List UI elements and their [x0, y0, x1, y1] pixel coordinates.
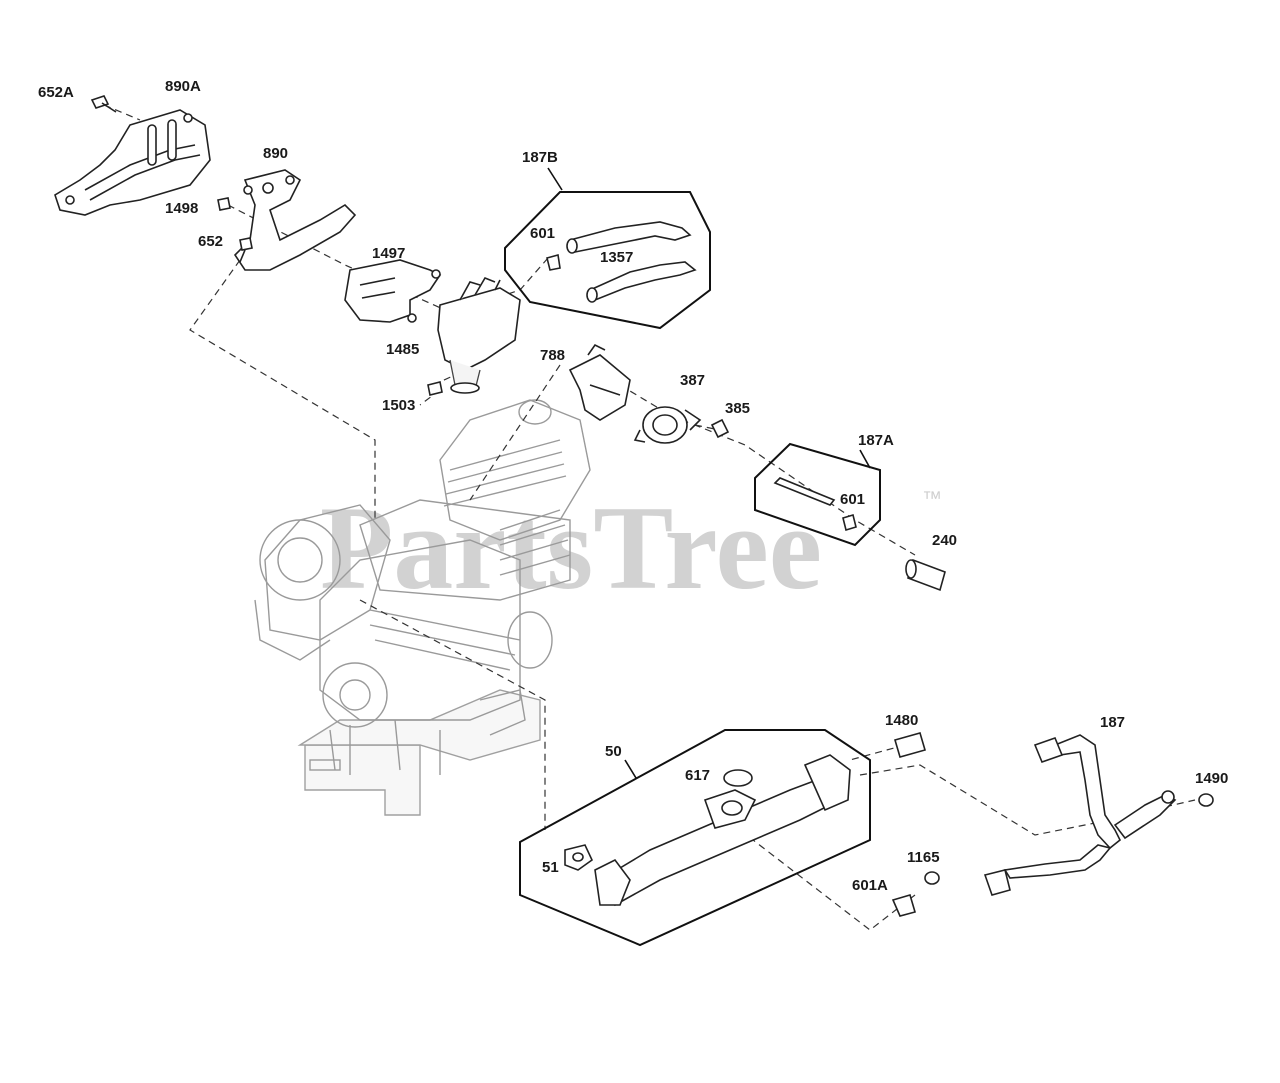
callout-601A: 601A: [852, 877, 888, 894]
callout-187: 187: [1100, 714, 1125, 731]
callout-601-mid: 601: [840, 491, 865, 508]
part-187-fuel-line: [983, 734, 1177, 896]
callout-890: 890: [263, 145, 288, 162]
part-652A-bolt: [90, 95, 117, 113]
callout-1357: 1357: [600, 249, 633, 266]
part-51-gasket: [564, 844, 594, 871]
part-601-clamp-mid: [842, 513, 857, 532]
part-240-fuel-filter: [905, 558, 946, 592]
callout-788: 788: [540, 347, 565, 364]
callout-601-top: 601: [530, 225, 555, 242]
engine-block: [254, 399, 591, 816]
part-1165-cap: [924, 871, 940, 885]
callout-50: 50: [605, 743, 622, 760]
kit-187B-outline: [504, 191, 711, 330]
callout-890A: 890A: [165, 78, 201, 95]
part-601-clamp-top: [546, 253, 561, 271]
callout-1503: 1503: [382, 397, 415, 414]
callout-1498: 1498: [165, 200, 198, 217]
part-1357-hose: [566, 221, 697, 303]
callout-652A: 652A: [38, 84, 74, 101]
callout-1480: 1480: [885, 712, 918, 729]
callout-1485: 1485: [386, 341, 419, 358]
callout-617: 617: [685, 767, 710, 784]
callout-1497: 1497: [372, 245, 405, 262]
callout-240: 240: [932, 532, 957, 549]
kit-187A-outline: [754, 442, 881, 547]
kit-187B-pointer: [547, 167, 563, 191]
kit-187A-pointer: [859, 449, 871, 469]
part-890-bracket: [233, 169, 357, 271]
kit-50-pointer: [624, 759, 637, 779]
callout-385: 385: [725, 400, 750, 417]
part-385-fitting: [710, 418, 730, 439]
callout-1490: 1490: [1195, 770, 1228, 787]
part-652-bolt: [239, 237, 253, 263]
callout-387: 387: [680, 372, 705, 389]
part-890A-bracket: [54, 109, 211, 216]
part-1497-bracket: [344, 259, 442, 323]
part-50-fuel-rail: [594, 754, 851, 907]
part-601A-clip: [891, 894, 916, 917]
watermark-trademark: ™: [922, 488, 942, 510]
callout-187B: 187B: [522, 149, 558, 166]
part-187A-line: [773, 477, 836, 506]
callout-652: 652: [198, 233, 223, 250]
part-1480-fitting: [894, 732, 926, 758]
callout-1165: 1165: [907, 849, 940, 866]
kit-50-outline: [519, 729, 871, 947]
part-617-o-ring: [723, 769, 753, 787]
part-1485-fuel-pump: [437, 277, 521, 394]
part-1490-cap: [1198, 793, 1214, 807]
part-387-regulator: [633, 406, 702, 444]
part-788-bracket: [568, 343, 631, 421]
callout-187A: 187A: [858, 432, 894, 449]
part-1503-screw: [427, 381, 443, 396]
callout-51: 51: [542, 859, 559, 876]
part-1498-bolt: [217, 197, 231, 211]
